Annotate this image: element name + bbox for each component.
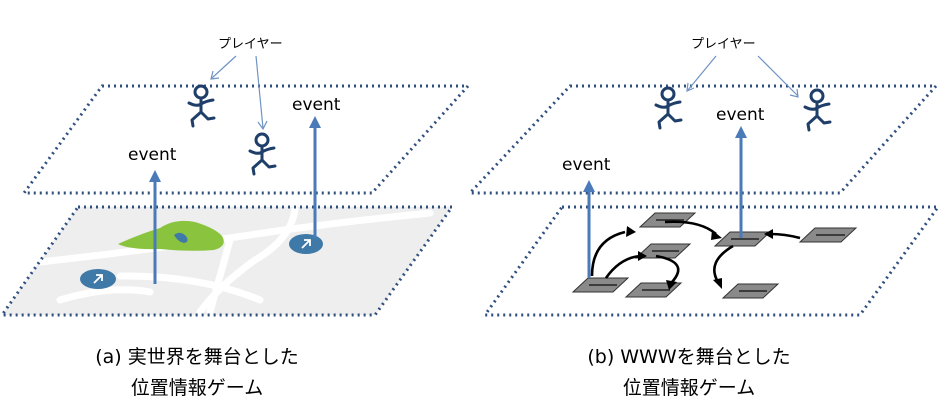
event-label: event (292, 95, 341, 115)
caption-line-2: 位置情報ゲーム (131, 377, 263, 399)
caption-line-1: (a) 実世界を舞台とした (95, 346, 299, 368)
player-icon (248, 132, 277, 176)
link-arrow (604, 251, 647, 279)
player-label: プレイヤー (218, 37, 283, 52)
location-pin-icon (289, 234, 323, 254)
pond-icon (174, 232, 188, 243)
player-plane-border (21, 84, 472, 195)
pointer-arrow (255, 55, 268, 131)
player-icon (654, 86, 683, 130)
event-label: event (128, 145, 177, 165)
player-label: プレイヤー (691, 37, 756, 52)
web-page-icon (571, 277, 630, 293)
web-page-icon (713, 231, 772, 247)
web-page-icon (638, 212, 697, 228)
pointer-arrow (686, 55, 717, 92)
event-arrow (583, 180, 595, 278)
location-pin-icon (80, 269, 116, 289)
park-area (118, 220, 224, 251)
player-plane-border (466, 84, 940, 195)
link-arrow (713, 244, 734, 289)
link-arrow (664, 220, 722, 240)
link-arrow (764, 229, 801, 240)
event-label: event (716, 105, 765, 125)
web-plane-border (482, 205, 941, 317)
caption-line-2: 位置情報ゲーム (623, 377, 755, 399)
web-page-icon (798, 227, 858, 243)
player-icon (803, 88, 832, 132)
player-icon (187, 84, 216, 128)
map-roads (36, 206, 434, 316)
panel-real-world: event event プレイヤー (a) 実世界を舞台とした 位置情報ゲーム (0, 37, 472, 399)
panel-www: event event プレイヤー (b) WWWを舞台とした 位置情報ゲーム (466, 37, 941, 399)
event-arrow (309, 116, 321, 238)
link-arrow (590, 226, 636, 277)
event-label: event (562, 155, 611, 175)
event-arrow (149, 170, 161, 284)
event-arrow (735, 126, 747, 238)
pointer-arrow (210, 55, 237, 80)
caption-line-1: (b) WWWを舞台とした (587, 346, 790, 368)
link-arrow (655, 254, 680, 290)
web-page-icon (721, 283, 780, 299)
pointer-arrow (757, 55, 799, 98)
